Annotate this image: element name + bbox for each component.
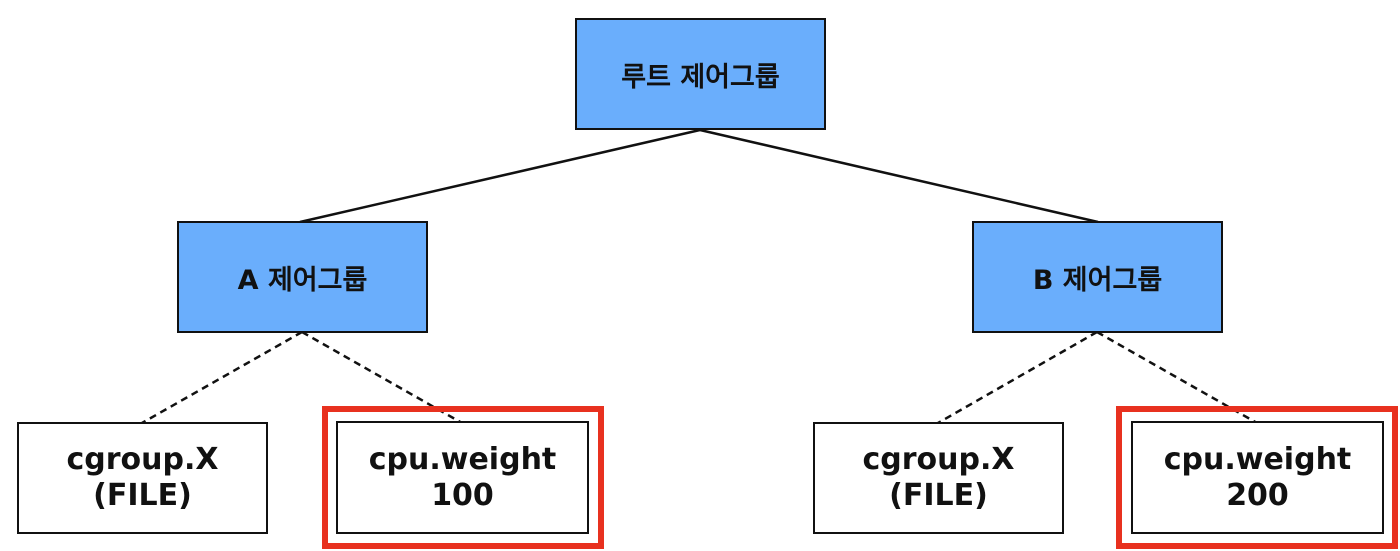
b-cgroup-x-file-node: cgroup.X (FILE) <box>813 422 1064 534</box>
b-file-type: (FILE) <box>889 478 988 513</box>
root-cgroup-node: 루트 제어그룹 <box>575 18 826 130</box>
edge-b-to-weight <box>1096 330 1258 425</box>
edge-a-to-file <box>141 330 303 425</box>
a-cpu-weight-highlight <box>322 406 604 549</box>
b-cgroup-label: B 제어그룹 <box>1032 264 1163 296</box>
b-file-name: cgroup.X <box>862 442 1015 477</box>
a-cgroup-node: A 제어그룹 <box>177 221 428 333</box>
b-cpu-weight-highlight <box>1116 406 1398 549</box>
a-cpu-weight-value: 100 <box>431 477 494 513</box>
a-file-name: cgroup.X <box>66 442 219 477</box>
b-cpu-weight-name: cpu.weight <box>1163 441 1352 477</box>
a-cpu-weight-node: cpu.weight 100 <box>336 421 589 534</box>
root-cgroup-label: 루트 제어그룹 <box>621 61 780 93</box>
a-cgroup-x-file-node: cgroup.X (FILE) <box>17 422 268 534</box>
edge-b-to-file <box>937 330 1098 425</box>
a-file-type: (FILE) <box>93 478 192 513</box>
edge-root-to-b <box>699 128 1099 224</box>
a-cgroup-label: A 제어그룹 <box>237 264 368 296</box>
b-cgroup-node: B 제어그룹 <box>972 221 1223 333</box>
b-cpu-weight-node: cpu.weight 200 <box>1131 421 1384 534</box>
edge-a-to-weight <box>301 330 463 425</box>
a-cpu-weight-name: cpu.weight <box>368 441 557 477</box>
edge-root-to-a <box>299 128 701 224</box>
b-cpu-weight-value: 200 <box>1226 477 1289 513</box>
